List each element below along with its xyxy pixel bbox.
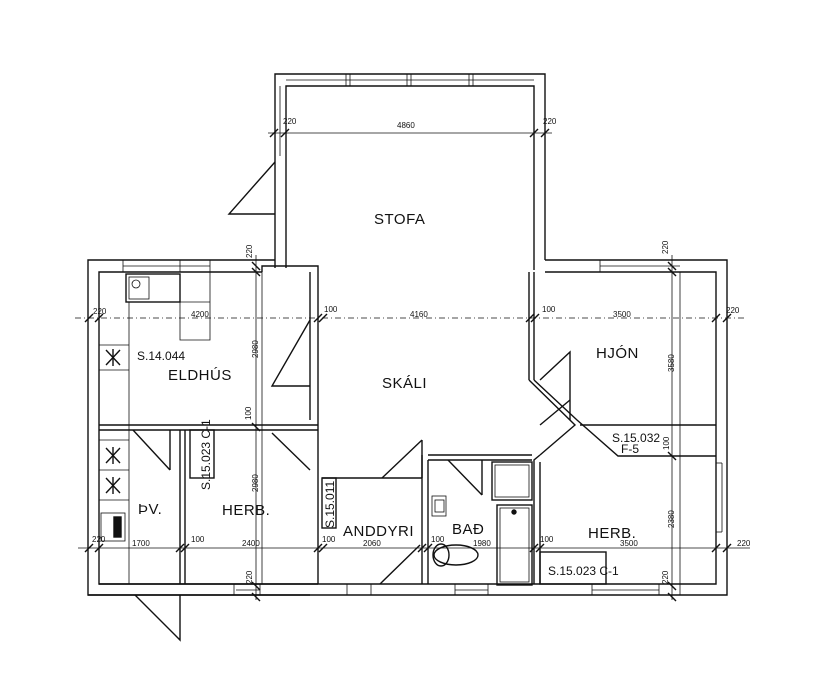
dim-skali-width: 4160 [410,310,428,319]
dim-top-span: 4860 [397,121,415,130]
dim-top-wall-right: 220 [543,117,557,126]
code-eldhus: S.14.044 [137,349,186,363]
dim-kitchen-partition: 100 [244,406,253,420]
dim-bottom-wall-right: 220 [661,570,670,584]
dim-herb-right-width: 3500 [620,539,638,548]
room-label-hjon: HJÓN [596,345,639,362]
dim-anddyri-width: 2060 [363,539,381,548]
code-anddyri: S.15.011 [323,480,337,528]
dim-bottom-wall-left: 220 [245,570,254,584]
dim-skali-wall-right: 100 [542,305,556,314]
dim-herb-left-width: 2400 [242,539,260,548]
dim-bad-width: 1980 [473,539,491,548]
dim-herb-right-partition: 100 [540,535,554,544]
dim-hjon-partition: 100 [662,436,671,450]
interior-walls [99,272,716,595]
dim-anddyri-partition: 100 [322,535,336,544]
dim-herb-right-depth: 2380 [667,510,676,528]
room-label-stofa: STOFA [374,211,426,228]
room-label-herb-right: HERB. [588,525,637,542]
dim-hjon-depth: 3580 [667,354,676,372]
dim-hjon-width: 3500 [613,310,631,319]
door-swings [132,161,571,642]
dim-top-wall-left: 220 [283,117,297,126]
code-hjon-closet-sub: F-5 [621,442,639,456]
dim-thv-partition: 100 [191,535,205,544]
room-label-anddyri: ANDDYRI [343,523,415,540]
code-hjon-closet: S.15.032 [612,431,661,445]
dim-right-wall: 220 [726,306,740,315]
dim-bottom-left-wall: 220 [92,535,106,544]
room-label-herb-left: HERB. [222,502,271,519]
dim-herb-left-depth: 2980 [251,474,260,492]
dim-kitchen-depth: 2980 [251,340,260,358]
dimension-lines [75,128,750,602]
code-herb-right: S.15.023 C-1 [548,564,619,578]
room-label-thv: ÞV. [138,501,163,518]
dim-bottom-right-wall: 220 [737,539,751,548]
room-label-bad: BAÐ [452,521,485,538]
exterior-walls [87,73,728,596]
dim-thv-width: 1700 [132,539,150,548]
dim-hjon-top-wall: 220 [661,240,670,254]
dim-skali-wall-left: 100 [324,305,338,314]
dim-left-wall: 220 [93,307,107,316]
dim-kitchen-top-wall: 220 [245,244,254,258]
dim-kitchen-width: 4200 [191,310,209,319]
room-label-eldhus: ELDHÚS [168,367,232,384]
dim-bad-partition: 100 [431,535,445,544]
room-label-skali: SKÁLI [382,375,428,392]
code-herb-left: S.15.023 C-1 [199,419,213,490]
